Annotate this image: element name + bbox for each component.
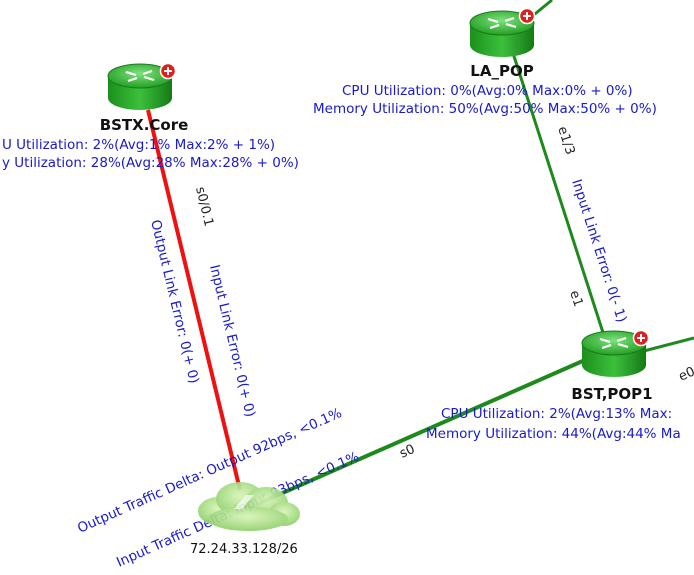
node-la-pop[interactable]: LA_POP CPU Utilization: 0%(Avg:0% Max:0%… [313, 7, 657, 118]
node-name-bstx-core[interactable]: BSTX.Core [100, 116, 189, 134]
iface-label-bst-s0: s0 [398, 442, 418, 462]
node-bstx-core[interactable]: BSTX.Core U Utilization: 2%(Avg:1% Max:2… [2, 62, 299, 172]
link-bstx-to-cloud[interactable] [146, 109, 242, 491]
link-la-to-bst[interactable] [510, 49, 609, 346]
link-bst-right[interactable] [639, 336, 694, 354]
link-bst-to-cloud[interactable] [261, 358, 586, 504]
cpu-utilization-la-pop: CPU Utilization: 0%(Avg:0% Max:0% + 0%) [342, 83, 633, 99]
iface-label-bst-e0: e0 [677, 364, 694, 384]
plus-badge-icon[interactable] [632, 329, 650, 347]
memory-utilization-bst-pop1: Memory Utilization: 44%(Avg:44% Ma [426, 426, 681, 442]
plus-badge-icon[interactable] [518, 7, 536, 25]
cloud-icon[interactable] [198, 482, 300, 531]
node-bst-pop1[interactable]: BST,POP1 CPU Utilization: 2%(Avg:13% Max… [426, 329, 681, 443]
input-link-error-label-bstx: Input Link Error: 0(+ 0) [206, 263, 258, 418]
cpu-utilization-bst-pop1: CPU Utilization: 2%(Avg:13% Max: [441, 406, 672, 422]
node-name-la-pop[interactable]: LA_POP [470, 62, 533, 80]
cpu-utilization-bstx-core: U Utilization: 2%(Avg:1% Max:2% + 1%) [2, 137, 275, 153]
subnet-label: 72.24.33.128/26 [190, 542, 298, 557]
router-icon[interactable] [107, 63, 173, 110]
iface-label-la-top: e1/3 [554, 125, 577, 157]
router-icon[interactable] [469, 10, 535, 57]
iface-label-bstx: s0/0.1 [192, 185, 216, 228]
memory-utilization-la-pop: Memory Utilization: 50%(Avg:50% Max:50% … [313, 101, 657, 117]
node-cloud-subnet[interactable]: 72.24.33.128/26 [190, 482, 300, 557]
iface-label-la-bottom: e1 [566, 289, 585, 309]
memory-utilization-bstx-core: y Utilization: 28%(Avg:28% Max:28% + 0%) [2, 155, 299, 171]
plus-badge-icon[interactable] [159, 62, 177, 80]
node-name-bst-pop1[interactable]: BST,POP1 [571, 385, 652, 403]
